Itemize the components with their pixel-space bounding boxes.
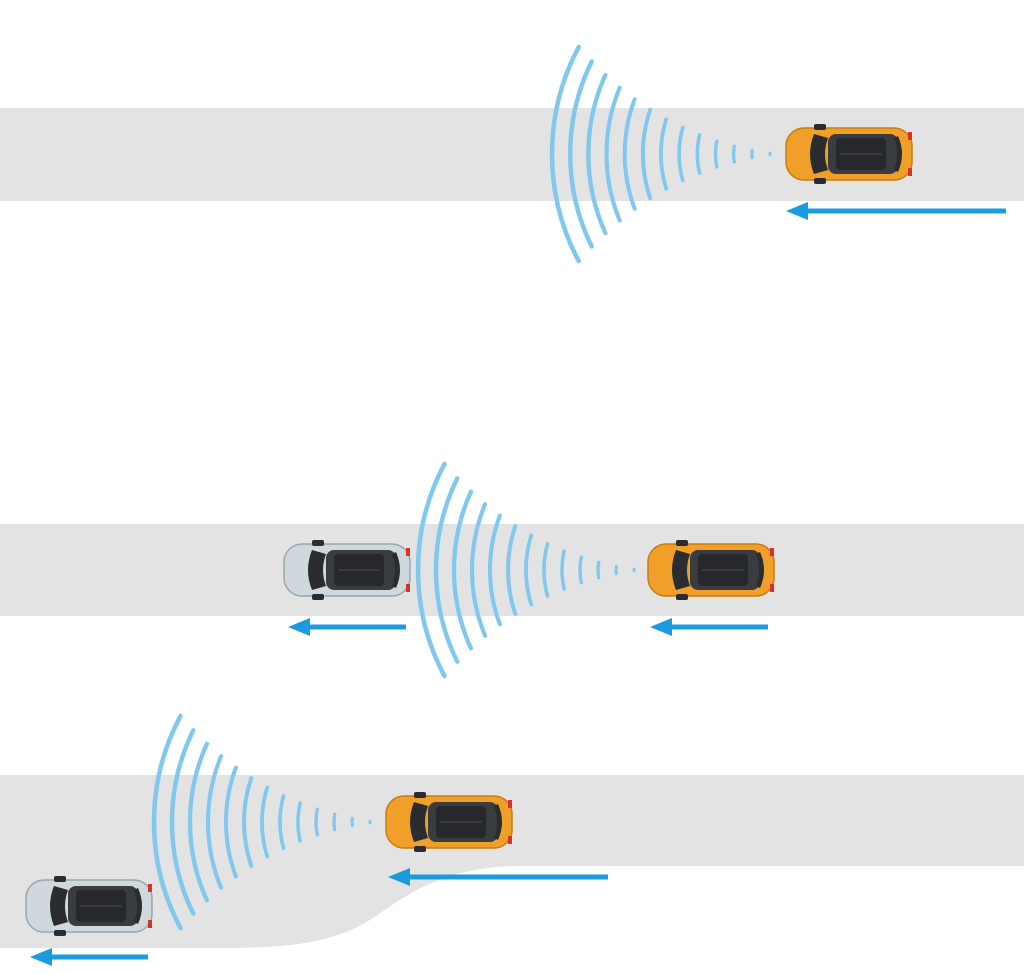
radar-wave-arc (713, 139, 719, 169)
radar-wave-arc (578, 555, 583, 585)
lead-car-icon (283, 539, 411, 601)
radar-waves-icon (151, 713, 372, 931)
radar-waves-icon (415, 461, 636, 679)
left-arrow-icon (786, 202, 1006, 220)
scene-no-vehicle-ahead (0, 44, 1024, 264)
radar-wave-arc (224, 765, 238, 879)
left-arrow-icon (388, 868, 608, 886)
radar-wave-arc (695, 133, 702, 175)
radar-wave-arc (296, 801, 302, 843)
ego-car-icon (647, 539, 775, 601)
radar-wave-arc (151, 713, 183, 931)
radar-wave-arc (451, 489, 474, 651)
left-arrow-icon (650, 618, 768, 636)
radar-wave-arc (314, 807, 319, 837)
radar-wave-arc (542, 542, 550, 598)
radar-wave-arc (659, 117, 669, 191)
radar-wave-arc (242, 776, 254, 868)
radar-wave-arc (506, 524, 518, 616)
radar-waves-icon (549, 44, 772, 264)
radar-wave-arc (433, 476, 460, 664)
radar-wave-arc (332, 812, 337, 832)
lead-car-icon (25, 875, 153, 937)
radar-wave-arc (560, 549, 566, 591)
radar-wave-arc (169, 728, 196, 916)
radar-wave-arc (488, 513, 502, 627)
radar-wave-arc (549, 44, 581, 264)
scene-vehicle-ahead-same-lane (0, 461, 1024, 679)
radar-wave-arc (415, 461, 447, 679)
radar-wave-arc (278, 794, 286, 850)
radar-wave-arc (731, 144, 736, 164)
scene-lead-vehicle-exits-lane (0, 713, 1024, 966)
left-arrow-icon (288, 618, 406, 636)
radar-wave-arc (206, 754, 224, 890)
radar-wave-arc (260, 785, 270, 859)
radar-wave-arc (568, 59, 594, 249)
left-arrow-icon (30, 948, 148, 966)
radar-wave-arc (470, 502, 488, 638)
radar-wave-arc (187, 741, 210, 903)
radar-wave-arc (622, 97, 637, 211)
radar-wave-arc (586, 72, 608, 236)
radar-wave-arc (524, 533, 534, 607)
radar-wave-arc (640, 107, 653, 201)
radar-wave-arc (677, 125, 685, 183)
radar-wave-arc (604, 85, 622, 223)
ego-car-icon (785, 123, 913, 185)
ego-car-icon (385, 791, 513, 853)
radar-wave-arc (596, 560, 601, 580)
